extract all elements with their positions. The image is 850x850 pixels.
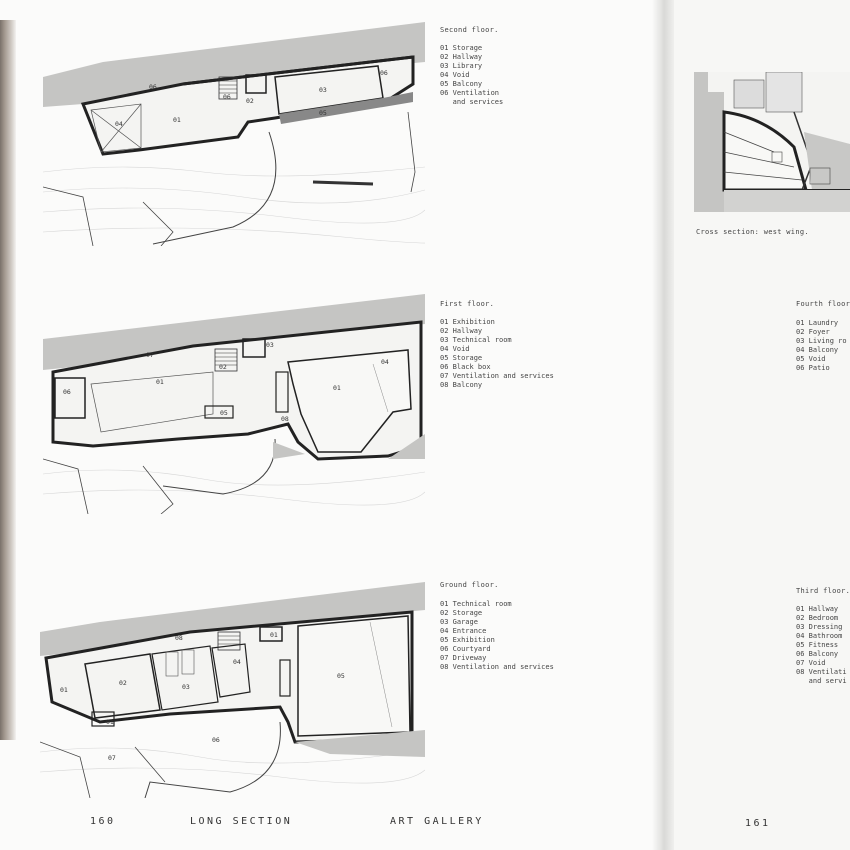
legend-item: 01 Storage xyxy=(440,44,483,52)
plan-label: 01 xyxy=(270,631,278,639)
legend-item: 05 Void xyxy=(796,355,826,363)
book-gutter xyxy=(652,0,674,850)
running-head-title: ART GALLERY xyxy=(390,816,484,827)
third-floor-title: Third floor. xyxy=(796,587,850,595)
legend-item: 05 Storage xyxy=(440,354,483,362)
plan-label: 02 xyxy=(246,97,254,105)
plan-label: 06 xyxy=(149,83,157,91)
fourth-floor-legend: 01 Laundry 02 Foyer 03 Living ro 04 Balc… xyxy=(796,319,847,373)
legend-item: 08 Ventilati xyxy=(796,668,847,676)
terrain-contours xyxy=(43,166,425,244)
hillside-shading xyxy=(43,294,425,370)
legend-item: and services xyxy=(440,98,504,106)
legend-item: 04 Bathroom xyxy=(796,632,843,640)
ground-floor-title: Ground floor. xyxy=(440,581,499,589)
legend-item: 08 Balcony xyxy=(440,381,483,389)
legend-item: 07 Ventilation and services xyxy=(440,372,554,380)
legend-item: 07 Driveway xyxy=(440,654,487,662)
legend-item: 01 Laundry xyxy=(796,319,839,327)
plan-label: 01 xyxy=(333,384,341,392)
plan-label: 04 xyxy=(381,358,389,366)
second-floor-plan: 06 01 04 06 02 03 05 06 xyxy=(43,22,425,246)
third-floor-legend: 01 Hallway 02 Bedroom 03 Dressing 04 Bat… xyxy=(796,605,847,686)
plan-label: 07 xyxy=(108,754,116,762)
plan-label: 01 xyxy=(106,718,114,726)
plan-label: 03 xyxy=(182,683,190,691)
legend-item: 02 Foyer xyxy=(796,328,830,336)
legend-item: 06 Patio xyxy=(796,364,830,372)
legend-item: 07 Void xyxy=(796,659,826,667)
plan-label: 06 xyxy=(223,93,231,101)
fourth-floor-title: Fourth floor xyxy=(796,300,850,308)
plan-label: 01 xyxy=(60,686,68,694)
ground-floor-plan: 08 01 02 03 04 05 01 06 07 01 xyxy=(40,582,425,798)
plan-label: 03 xyxy=(319,86,327,94)
first-floor-legend: 01 Exhibition 02 Hallway 03 Technical ro… xyxy=(440,318,554,390)
legend-item: 03 Library xyxy=(440,62,483,70)
legend-item: 06 Black box xyxy=(440,363,491,371)
plan-label: 02 xyxy=(219,363,227,371)
second-floor-legend: 01 Storage 02 Hallway 03 Library 04 Void… xyxy=(440,44,503,107)
legend-item: 02 Bedroom xyxy=(796,614,839,622)
legend-item: 01 Exhibition xyxy=(440,318,495,326)
plan-label: 04 xyxy=(115,120,123,128)
legend-item: 03 Living ro xyxy=(796,337,847,345)
book-binding-edge xyxy=(0,20,16,740)
cross-section-drawing xyxy=(694,72,850,212)
plan-label: 06 xyxy=(380,69,388,77)
plan-label: 05 xyxy=(337,672,345,680)
plan-label: 02 xyxy=(119,679,127,687)
cross-section-caption: Cross section: west wing. xyxy=(696,228,809,236)
hillside-shading xyxy=(43,22,425,107)
plan-label: 01 xyxy=(156,378,164,386)
legend-item: 04 Void xyxy=(440,71,470,79)
second-floor-title: Second floor. xyxy=(440,26,499,34)
plan-label: 08 xyxy=(175,634,183,642)
legend-item: 08 Ventilation and services xyxy=(440,663,554,671)
legend-item: 01 Hallway xyxy=(796,605,839,613)
plan-label: 08 xyxy=(281,415,289,423)
plan-label: 05 xyxy=(220,409,228,417)
hillside-shading xyxy=(40,582,425,656)
legend-item: 06 Ventilation xyxy=(440,89,500,97)
ground-floor-legend: 01 Technical room 02 Storage 03 Garage 0… xyxy=(440,600,554,672)
legend-item: 05 Fitness xyxy=(796,641,839,649)
left-page-number: 160 xyxy=(90,816,116,827)
right-page-number: 161 xyxy=(745,818,771,829)
first-floor-plan: 07 01 06 02 03 05 08 01 04 xyxy=(43,294,425,514)
plan-label: 04 xyxy=(233,658,241,666)
legend-item: 05 Exhibition xyxy=(440,636,495,644)
legend-item: 06 Courtyard xyxy=(440,645,491,653)
legend-item: 06 Balcony xyxy=(796,650,839,658)
legend-item: and servi xyxy=(796,677,847,685)
legend-item: 01 Technical room xyxy=(440,600,512,608)
legend-item: 02 Hallway xyxy=(440,327,483,335)
legend-item: 04 Entrance xyxy=(440,627,487,635)
first-floor-title: First floor. xyxy=(440,300,495,308)
legend-item: 04 Balcony xyxy=(796,346,839,354)
plan-label: 06 xyxy=(63,388,71,396)
legend-item: 03 Technical room xyxy=(440,336,512,344)
running-head-section: LONG SECTION xyxy=(190,816,293,827)
plan-label: 07 xyxy=(146,351,154,359)
plan-label: 03 xyxy=(266,341,274,349)
legend-item: 03 Dressing xyxy=(796,623,843,631)
legend-item: 02 Hallway xyxy=(440,53,483,61)
plan-label: 01 xyxy=(173,116,181,124)
legend-item: 05 Balcony xyxy=(440,80,483,88)
legend-item: 02 Storage xyxy=(440,609,483,617)
legend-item: 04 Void xyxy=(440,345,470,353)
plan-label: 05 xyxy=(319,109,327,117)
legend-item: 03 Garage xyxy=(440,618,478,626)
plan-label: 06 xyxy=(212,736,220,744)
